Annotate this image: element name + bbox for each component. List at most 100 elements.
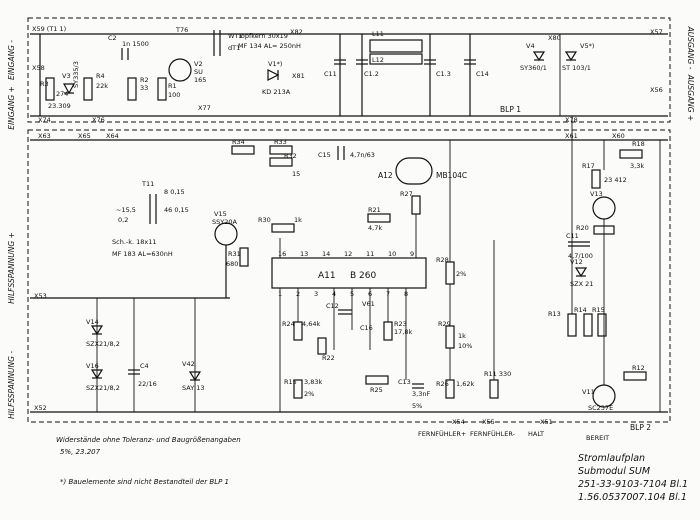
t76-label: T76	[175, 26, 188, 34]
svg-text:8 0,15: 8 0,15	[164, 188, 185, 196]
rail-hilfsspannung-plus: HILFSSPANNUNG +	[7, 232, 16, 304]
label-halt: HALT	[528, 430, 544, 438]
r4-label: R4	[96, 72, 105, 80]
svg-text:2%: 2%	[456, 270, 466, 278]
c12-label: C1.2	[364, 70, 379, 78]
r15b-label: R15	[592, 306, 605, 314]
v14-label: V14	[86, 318, 99, 326]
svg-text:13: 13	[300, 250, 308, 258]
blp1-label: BLP 1	[500, 105, 521, 114]
r33-label: R33	[274, 138, 287, 146]
svg-text:46 0,15: 46 0,15	[164, 206, 189, 214]
title-line3: 251-33-9103-7104 Bl.1	[578, 479, 689, 490]
conn-x51: X51	[540, 418, 553, 426]
svg-text:22k: 22k	[96, 82, 108, 90]
v61-label: V61	[362, 300, 375, 308]
label-fernfuhler-minus: FERNFÜHLER-	[470, 429, 516, 438]
rail-ausgang-minus: AUSGANG -	[686, 26, 695, 70]
svg-text:17,8k: 17,8k	[394, 328, 412, 336]
conn-x78: X78	[565, 116, 578, 124]
conn-x58: X58	[32, 64, 45, 72]
r24-label: R24	[282, 320, 295, 328]
c13b-label: C13	[398, 378, 411, 386]
svg-text:10%: 10%	[458, 342, 472, 350]
c15-label: 4,7n/63	[350, 151, 375, 159]
c11-label: C11	[324, 70, 337, 78]
svg-text:4,7/100: 4,7/100	[568, 252, 593, 260]
svg-text:SZX 21: SZX 21	[570, 280, 593, 288]
svg-text:L11: L11	[372, 30, 384, 38]
svg-text:3,3k: 3,3k	[630, 162, 644, 170]
t11-label: T11	[141, 180, 154, 188]
svg-text:274: 274	[56, 90, 68, 98]
r1-label: R1	[168, 82, 177, 90]
mf-label: MF 134 AL= 250nH	[238, 42, 301, 50]
wt1-label: WT1	[228, 32, 243, 40]
v4-label: SY360/1	[520, 64, 547, 72]
svg-text:12: 12	[344, 250, 352, 258]
v16-label: V16	[86, 362, 99, 370]
v12-label: V12	[570, 258, 583, 266]
svg-text:~15,5: ~15,5	[116, 206, 136, 214]
conn-x61: X61	[565, 132, 578, 140]
svg-text:1,62k: 1,62k	[456, 380, 474, 388]
c4-label: C4	[140, 362, 149, 370]
svg-text:3: 3	[314, 290, 318, 298]
ic-a11	[271, 257, 427, 289]
l11-choke	[369, 39, 423, 53]
label-bereit: BEREIT	[586, 434, 609, 442]
r20-label: R20	[576, 224, 589, 232]
v5-label: ST 103/1	[562, 64, 591, 72]
svg-text:A12: A12	[378, 171, 393, 180]
conn-x80: X80	[548, 34, 561, 42]
label-fernfuhler-plus: FERNFÜHLER+	[418, 429, 466, 438]
svg-text:R15: R15	[284, 378, 297, 386]
r28-label: R28	[436, 256, 449, 264]
c16-label: C16	[360, 324, 373, 332]
a12-type: MB104C	[436, 171, 467, 180]
conn-x56: X56	[650, 86, 663, 94]
r11-label: R11 330	[484, 370, 511, 378]
conn-x64: X64	[106, 132, 119, 140]
conn-x63: X63	[38, 132, 51, 140]
conn-x60: X60	[612, 132, 625, 140]
r29-label: R29	[438, 320, 451, 328]
svg-text:33: 33	[140, 84, 148, 92]
c12b-label: C12	[326, 302, 339, 310]
v15-transistor	[214, 222, 238, 246]
svg-text:22/16: 22/16	[138, 380, 157, 388]
v2-label: V2	[194, 60, 203, 68]
r12-label: R12	[632, 364, 645, 372]
note-footnote: *) Bauelemente sind nicht Bestandteil de…	[60, 478, 230, 486]
rail-ausgang-plus: AUSGANG +	[686, 74, 695, 121]
conn-x54: X54	[452, 418, 465, 426]
svg-text:2%: 2%	[304, 390, 314, 398]
svg-text:14: 14	[322, 250, 330, 258]
svg-text:SC237E: SC237E	[588, 404, 613, 412]
svg-text:10: 10	[388, 250, 396, 258]
ic-type: B 260	[350, 271, 376, 281]
r30-label: 1k	[294, 216, 302, 224]
r23-label: R23	[394, 320, 407, 328]
title-line4: 1.56.0537007.104 Bl.1	[578, 492, 687, 503]
svg-text:SU: SU	[194, 68, 203, 76]
svg-text:SY335/3: SY335/3	[72, 61, 80, 88]
svg-text:100: 100	[168, 91, 180, 99]
title-line2: Submodul SUM	[578, 466, 651, 477]
svg-text:9: 9	[410, 250, 414, 258]
svg-text:V1*): V1*)	[268, 60, 282, 68]
v2-transistor	[168, 58, 192, 82]
r17-label: R17	[582, 162, 595, 170]
note-tolerance-value: 5%, 23.207	[60, 448, 101, 456]
svg-text:1k: 1k	[458, 332, 466, 340]
r27-label: R27	[400, 190, 413, 198]
svg-text:23 412: 23 412	[604, 176, 627, 184]
svg-text:15: 15	[292, 170, 300, 178]
svg-text:C15: C15	[318, 151, 331, 159]
r25-label: R25	[370, 386, 383, 394]
svg-text:SZX21/8,2: SZX21/8,2	[86, 340, 120, 348]
core-label: Topfkern 30x19	[237, 32, 288, 40]
svg-text:0,2: 0,2	[118, 216, 128, 224]
v15-label: V15	[214, 210, 227, 218]
